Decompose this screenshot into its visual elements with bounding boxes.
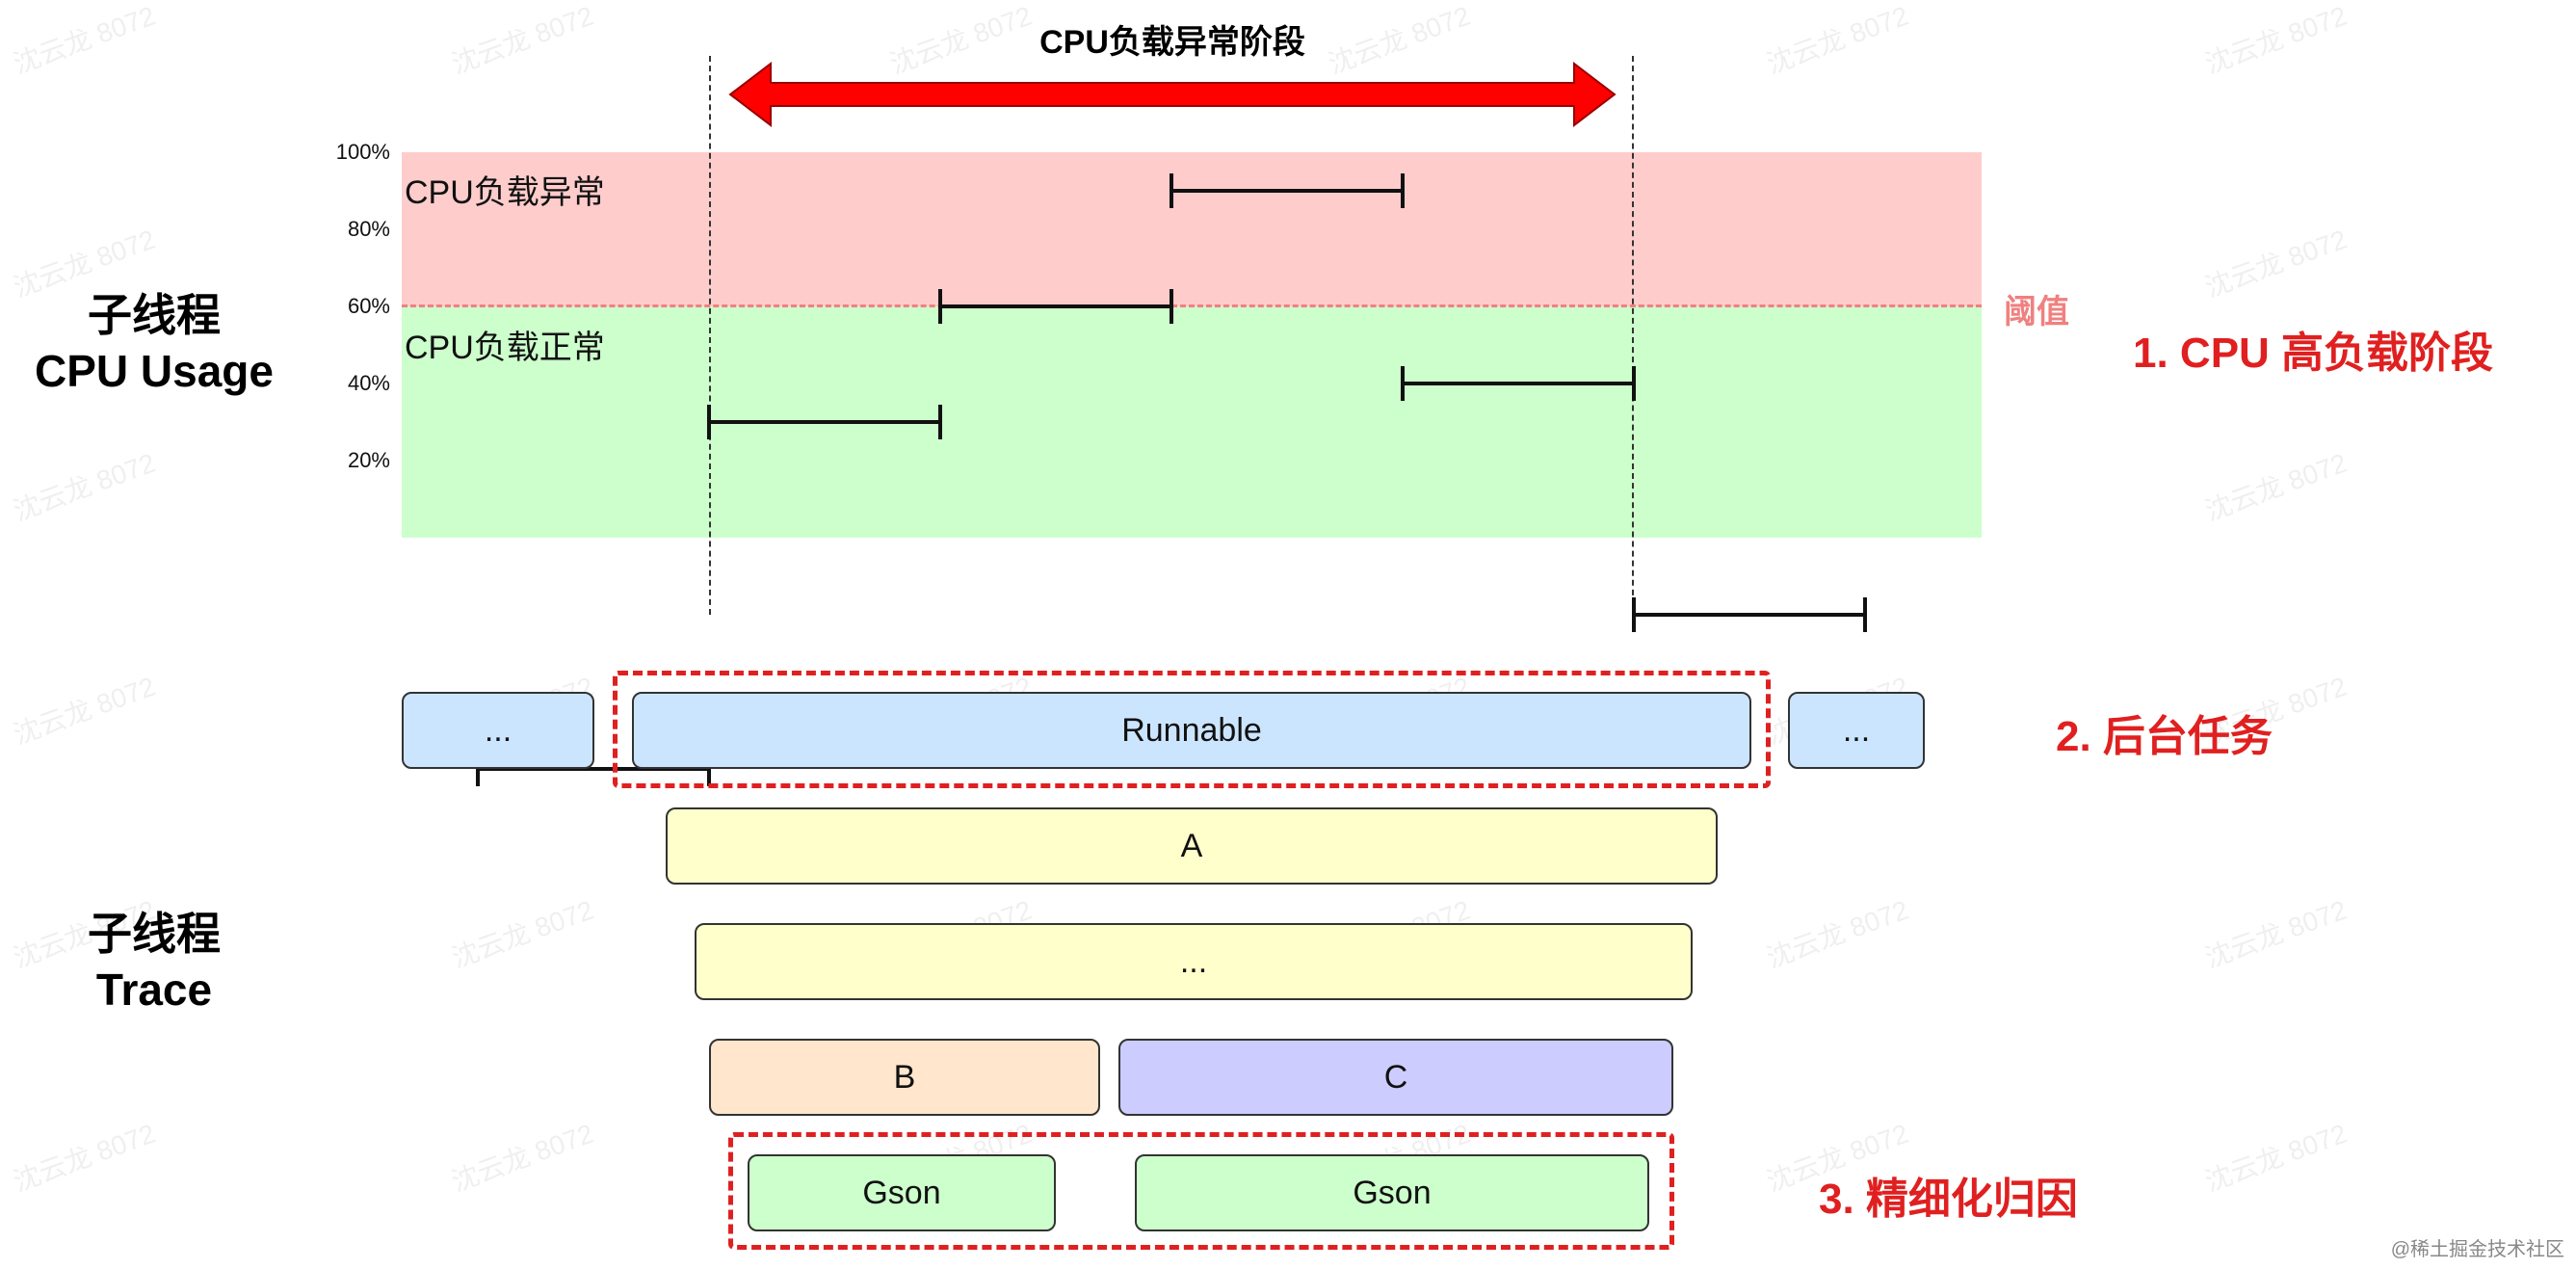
cpu-usage-segment	[1170, 173, 1405, 208]
cpu-usage-segment	[707, 405, 942, 439]
abnormal-band-label: CPU负载异常	[405, 174, 605, 211]
cpu-usage-side-title: 子线程 CPU Usage	[0, 287, 308, 399]
cpu-usage-segments	[476, 173, 1867, 786]
threshold-label: 阈值	[2004, 294, 2069, 330]
step1-title: 1. CPU 高负载阶段	[2133, 330, 2494, 377]
normal-load-band	[402, 306, 1982, 538]
cpu-usage-segment	[1632, 597, 1867, 632]
trace-box-c: C	[1118, 1039, 1673, 1116]
cpu-usage-title-line1: 子线程	[88, 290, 221, 340]
tick-label-100: 100%	[335, 140, 390, 164]
trace-box-gson-2: Gson	[1135, 1154, 1649, 1231]
attribution-frame	[728, 1132, 1674, 1250]
phase-start-line	[709, 56, 711, 615]
phase-double-arrow	[728, 61, 1617, 128]
trace-title-line1: 子线程	[88, 909, 221, 959]
tick-label-60: 60%	[347, 294, 390, 318]
normal-band-label: CPU负载正常	[405, 330, 605, 366]
trace-box-b: B	[709, 1039, 1100, 1116]
trace-box-ellipsis-mid: ...	[695, 923, 1693, 1000]
trace-side-title: 子线程 Trace	[0, 906, 308, 1018]
abnormal-load-band	[402, 152, 1982, 306]
trace-box-a: A	[666, 807, 1718, 885]
step2-title: 2. 后台任务	[2056, 713, 2273, 760]
threshold-line	[402, 304, 1982, 307]
trace-title-line2: Trace	[95, 965, 213, 1015]
trace-box-gson-1: Gson	[748, 1154, 1056, 1231]
trace-box-runnable: Runnable	[632, 692, 1751, 769]
step3-title: 3. 精细化归因	[1819, 1176, 2078, 1223]
tick-label-80: 80%	[347, 217, 390, 241]
phase-end-line	[1632, 56, 1634, 615]
trace-box-ellipsis-right: ...	[1788, 692, 1925, 769]
cpu-usage-segment	[1401, 366, 1636, 401]
footer-credit: @稀土掘金技术社区	[2390, 1239, 2564, 1260]
tick-label-20: 20%	[347, 448, 390, 472]
background-task-frame	[613, 671, 1771, 788]
trace-box-ellipsis-left: ...	[402, 692, 594, 769]
cpu-usage-title-line2: CPU Usage	[35, 346, 274, 396]
abnormal-phase-label: CPU负载异常阶段	[1039, 24, 1305, 61]
cpu-usage-segment	[938, 289, 1173, 324]
tick-label-40: 40%	[347, 371, 390, 395]
